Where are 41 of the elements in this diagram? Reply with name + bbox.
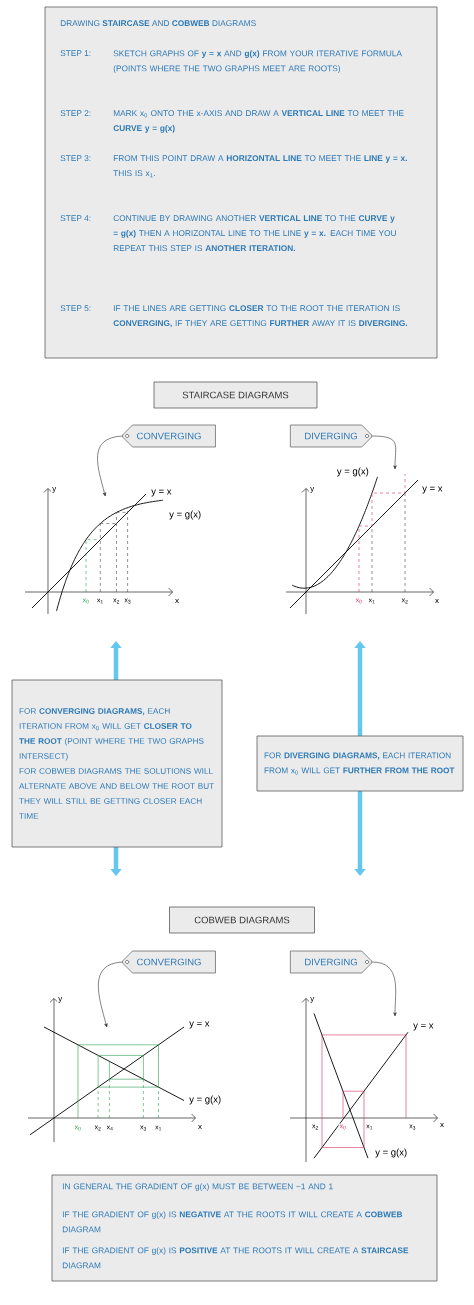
- tag-label: DIVERGING: [290, 424, 372, 448]
- step-text: FROM THIS POINT DRAW A HORIZONTAL LINE TO MEET THE LINE y = x. THIS IS x$_{1}$.: [113, 155, 407, 178]
- tag-label: DIVERGING: [290, 950, 372, 974]
- section-header: COBWEB DIAGRAMS: [169, 906, 315, 934]
- curve-label: y = g(x): [335, 466, 370, 478]
- leader-arrow: [371, 435, 397, 470]
- axis-label: y: [309, 996, 316, 1004]
- note-box: FOR CONVERGING DIAGRAMS, EACH ITERATION FROM x$_{0}$ WILL GET CLOSER TO THE ROOT (POINT WHERE THE TWO GRAPHS INTERSECT) FOR COBWEB DIAGRAMS THE SOLUTIONS WILL ALTERNATE ABOVE AND BELOW THE ROOT BUT THEY WILL STILL BE GETTING CLOSER EACH TIME: [11, 679, 223, 848]
- note-text: IF THE GRADIENT OF g(x) IS NEGATIVE AT THE ROOTS IT WILL CREATE A COBWEB DIAGRAM: [62, 1211, 403, 1233]
- step-label: STEP 1:: [60, 50, 91, 57]
- curve-label: y = x: [421, 485, 444, 495]
- curve-label: y = x: [412, 1022, 435, 1032]
- curve-label: y = g(x): [188, 1094, 223, 1106]
- axis-label: y: [57, 996, 64, 1004]
- note-text: IN GENERAL THE GRADIENT OF g(x) MUST BE BETWEEN −1 AND 1: [62, 1183, 333, 1191]
- cobweb-graph-drawing: [289, 998, 438, 1163]
- curve-label: y = g(x): [374, 1147, 409, 1159]
- tag-label: CONVERGING: [122, 424, 216, 448]
- tag-label: CONVERGING: [122, 950, 216, 974]
- step-label: STEP 4:: [60, 215, 91, 222]
- step-label: STEP 5:: [60, 305, 91, 312]
- leader-arrow: [98, 961, 123, 1028]
- note-text: IF THE GRADIENT OF g(x) IS POSITIVE AT THE ROOTS IT WILL CREATE A STAIRCASE DIAGRAM: [62, 1247, 409, 1269]
- curve-label: y = x: [150, 488, 173, 498]
- step-text: CONTINUE BY DRAWING ANOTHER VERTICAL LINE TO THE CURVE y = g(x) THEN A HORIZONTAL LINE TO THE LINE y = x. EACH TIME YOU REPEAT THIS STEP IS ANOTHER ITERATION.: [113, 215, 396, 252]
- curve-label: y = g(x): [168, 509, 203, 521]
- axis-label: y: [51, 486, 58, 494]
- leader-arrow: [97, 435, 123, 497]
- heading: DRAWING STAIRCASE AND COBWEB DIAGRAMS: [60, 20, 256, 27]
- cobweb-graph-drawing: [27, 998, 196, 1143]
- note-box: FOR DIVERGING DIAGRAMS, EACH ITERATION FROM x$_{0}$ WILL GET FURTHER FROM THE ROOT: [256, 735, 464, 792]
- section-header: STAIRCASE DIAGRAMS: [153, 381, 318, 409]
- step-text: MARK x$_{0}$ ONTO THE x-AXIS AND DRAW A VERTICAL LINE TO MEET THE CURVE y = g(x): [113, 110, 404, 133]
- leader-arrow: [371, 961, 397, 1017]
- staircase-graph-drawing: [24, 488, 173, 615]
- step-text: IF THE LINES ARE GETTING CLOSER TO THE ROOT THE ITERATION IS CONVERGING, IF THEY ARE GETTING FURTHER AWAY IT IS DIVERGING.: [113, 305, 407, 328]
- step-label: STEP 2:: [60, 110, 91, 117]
- axis-label: y: [309, 486, 316, 494]
- curve-label: y = x: [188, 1020, 211, 1030]
- step-label: STEP 3:: [60, 155, 91, 162]
- step-text: SKETCH GRAPHS OF y = x AND g(x) FROM YOUR ITERATIVE FORMULA (POINTS WHERE THE TWO GRAPHS MEET ARE ROOTS): [113, 50, 402, 73]
